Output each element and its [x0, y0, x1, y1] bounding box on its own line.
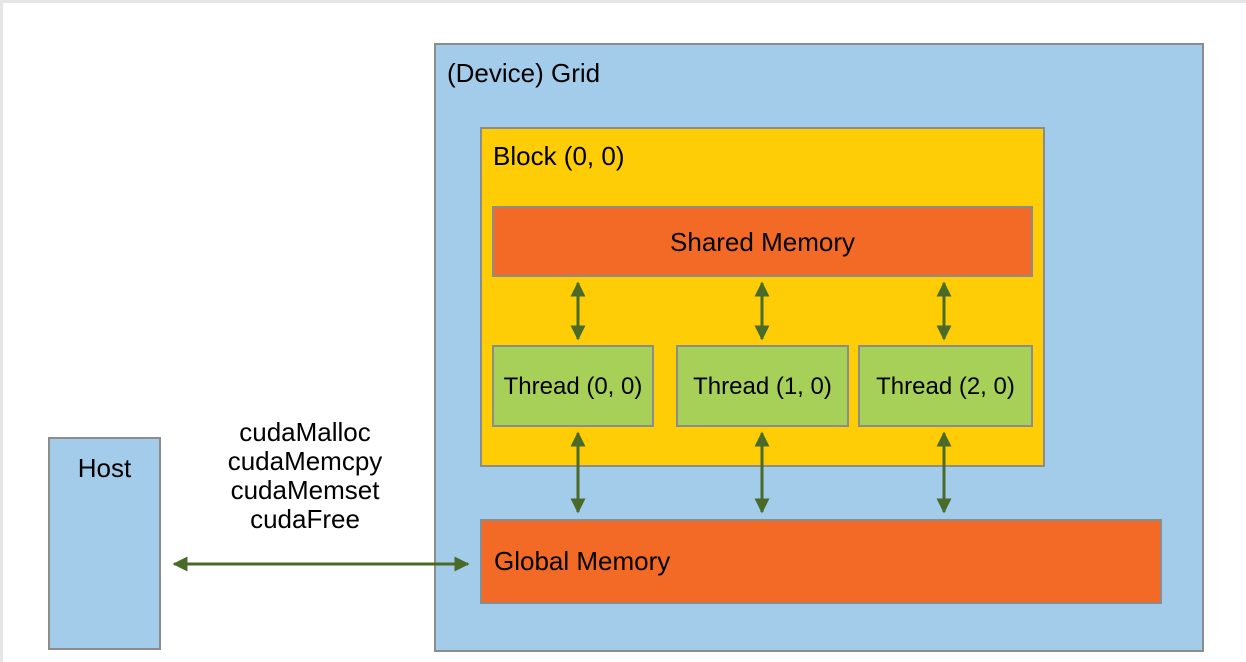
thread-0: [492, 345, 654, 427]
shared-memory-label: Shared Memory: [670, 227, 855, 257]
api-call: cudaMemcpy: [227, 446, 383, 476]
shared-memory: [492, 206, 1033, 277]
api-call: cudaFree: [250, 504, 360, 534]
api-call: cudaMemset: [230, 475, 380, 505]
global-memory-label: Global Memory: [494, 546, 671, 576]
thread-2-label: Thread (2, 0): [876, 373, 1015, 400]
device-grid-title: (Device) Grid: [447, 58, 601, 88]
api-call: cudaMalloc: [239, 417, 371, 447]
host-label: Host: [77, 453, 132, 483]
block-title: Block (0, 0): [493, 141, 625, 171]
api-call-list: cudaMalloc cudaMemcpy cudaMemset cudaFre…: [190, 418, 420, 534]
host: [48, 437, 161, 650]
global-memory: [480, 519, 1162, 604]
thread-2: [858, 345, 1033, 427]
thread-1-label: Thread (1, 0): [693, 373, 832, 400]
thread-1: [676, 345, 849, 427]
thread-0-label: Thread (0, 0): [503, 373, 643, 400]
